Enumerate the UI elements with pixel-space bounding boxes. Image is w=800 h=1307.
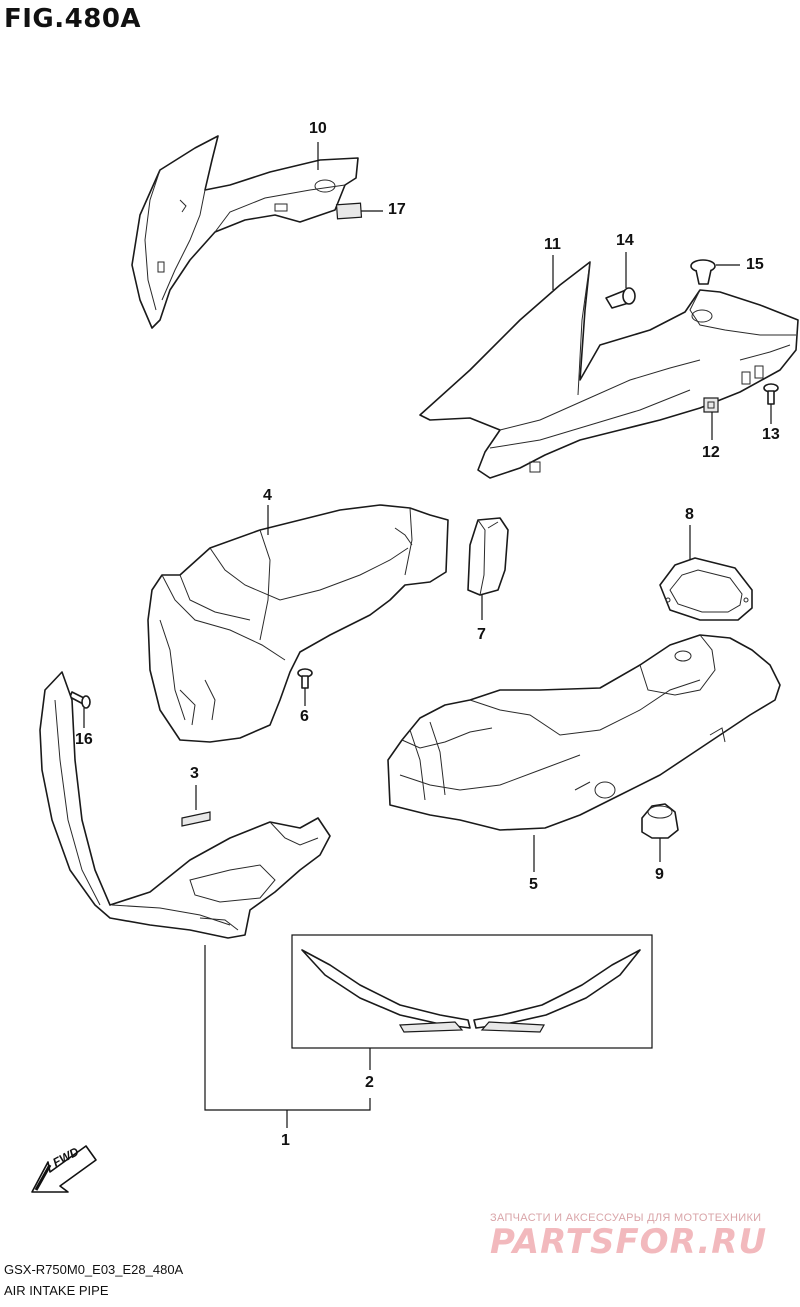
watermark-brand: PARTSFOR.RU bbox=[490, 1222, 768, 1262]
figure-title: FIG.480A bbox=[4, 4, 142, 34]
callout-3[interactable]: 3 bbox=[190, 765, 199, 782]
part-2-stripe-decal[interactable] bbox=[301, 949, 641, 1033]
callout-14[interactable]: 14 bbox=[616, 232, 634, 249]
part-7-seal[interactable] bbox=[467, 517, 509, 596]
part-13-screw[interactable] bbox=[763, 383, 779, 405]
callout-12[interactable]: 12 bbox=[702, 444, 720, 461]
part-11-side-fairing[interactable] bbox=[419, 261, 799, 479]
callout-16[interactable]: 16 bbox=[75, 731, 93, 748]
callout-2[interactable]: 2 bbox=[365, 1074, 374, 1091]
part-5-air-intake-duct[interactable] bbox=[387, 634, 781, 831]
part-4-air-intake-duct[interactable] bbox=[147, 504, 449, 743]
callout-13[interactable]: 13 bbox=[762, 426, 780, 443]
fwd-arrow bbox=[31, 1145, 97, 1193]
part-3-emblem[interactable] bbox=[181, 811, 211, 827]
leader-1-bracket bbox=[204, 945, 371, 1111]
callout-7[interactable]: 7 bbox=[477, 626, 486, 643]
diagram-caption: AIR INTAKE PIPE bbox=[4, 1283, 109, 1298]
callout-8[interactable]: 8 bbox=[685, 506, 694, 523]
callout-5[interactable]: 5 bbox=[529, 876, 538, 893]
part-9-cap[interactable] bbox=[641, 803, 679, 839]
diagram-code: GSX-R750M0_E03_E28_480A bbox=[4, 1262, 184, 1277]
part-2-inset-frame bbox=[291, 934, 653, 1049]
callout-9[interactable]: 9 bbox=[655, 866, 664, 883]
callout-6[interactable]: 6 bbox=[300, 708, 309, 725]
callout-10[interactable]: 10 bbox=[309, 120, 327, 137]
watermark-tagline: ЗАПЧАСТИ И АКСЕССУАРЫ ДЛЯ МОТОТЕХНИКИ bbox=[490, 1212, 762, 1224]
part-6-screw[interactable] bbox=[297, 668, 313, 689]
callout-4[interactable]: 4 bbox=[263, 487, 272, 504]
part-10-inner-cover[interactable] bbox=[131, 135, 359, 329]
part-1-lower-cowling[interactable] bbox=[39, 671, 331, 939]
part-15-grommet[interactable] bbox=[690, 259, 716, 285]
part-8-ring-seal[interactable] bbox=[659, 557, 753, 621]
callout-11[interactable]: 11 bbox=[544, 236, 561, 253]
callout-1[interactable]: 1 bbox=[281, 1132, 290, 1149]
callout-17[interactable]: 17 bbox=[388, 201, 406, 218]
callout-15[interactable]: 15 bbox=[746, 256, 764, 273]
part-17-label[interactable] bbox=[335, 202, 363, 220]
part-14-bolt[interactable] bbox=[605, 287, 636, 309]
part-12-clip[interactable] bbox=[703, 397, 719, 413]
